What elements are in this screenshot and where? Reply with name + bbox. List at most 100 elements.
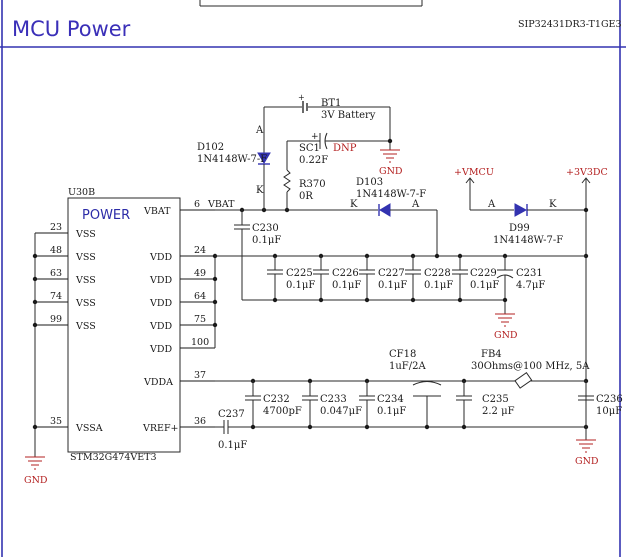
c233-ref: C233 — [320, 394, 347, 405]
c227-ref: C227 — [378, 268, 405, 279]
gnd-label: GND — [379, 166, 403, 177]
supercap-sc1 — [286, 132, 393, 170]
mcu-designator: U30B — [68, 187, 95, 198]
page-title: MCU Power — [12, 17, 131, 41]
d102-value: 1N4148W-7-F — [197, 154, 267, 165]
c237-ref: C237 — [218, 409, 245, 420]
pin-name: VSS — [75, 321, 96, 332]
diode-d99 — [514, 203, 586, 217]
pin-name: VSS — [75, 298, 96, 309]
c236-ref: C236 — [596, 394, 623, 405]
vbat-net-label: VBAT — [207, 199, 235, 210]
pin-name: VSS — [75, 275, 96, 286]
d99-ref: D99 — [509, 223, 530, 234]
gnd-label: GND — [575, 456, 599, 467]
pin-number: 35 — [50, 416, 62, 427]
pin-number: 75 — [194, 314, 206, 325]
c237-value: 0.1μF — [218, 440, 247, 451]
vmcu-net-label: +VMCU — [454, 167, 494, 178]
c231-ref: C231 — [516, 268, 543, 279]
pin-name: VREF+ — [142, 423, 179, 434]
sc1-plus: + — [311, 132, 319, 142]
bt1-value: 3V Battery — [321, 110, 376, 121]
pin-number: 48 — [50, 245, 62, 256]
pin-name: VBAT — [143, 206, 171, 217]
diode-d103 — [342, 203, 438, 256]
d102-cathode-label: K — [256, 185, 264, 196]
c225-value: 0.1μF — [286, 280, 315, 291]
c235-value: 2.2 μF — [482, 406, 515, 417]
c229-value: 0.1μF — [470, 280, 499, 291]
c225-ref: C225 — [286, 268, 313, 279]
c230-value: 0.1μF — [252, 235, 281, 246]
d99-anode-label: A — [487, 199, 496, 210]
ferrite-bead-fb4 — [514, 372, 533, 389]
cf18-ref: CF18 — [389, 349, 416, 360]
diode-d102 — [257, 107, 271, 210]
pin-name: VDD — [149, 275, 172, 286]
pin-name: VSS — [75, 229, 96, 240]
d103-cathode-label: K — [350, 199, 358, 210]
c226-ref: C226 — [332, 268, 359, 279]
vdd-pin-bus — [212, 253, 218, 348]
mcu-body — [67, 197, 181, 453]
vmcu-power-port — [465, 177, 514, 211]
pin-number: 64 — [194, 291, 206, 302]
r370-ref: R370 — [299, 179, 326, 190]
c228-ref: C228 — [424, 268, 451, 279]
vref-c237 — [215, 420, 586, 434]
vdda-filter-caps — [245, 381, 594, 427]
d99-cathode-label: K — [549, 199, 557, 210]
pin-number: 63 — [50, 268, 62, 279]
pin-number: 49 — [194, 268, 206, 279]
mcu-symbol: U30B POWER STM32G474VET3 23 48 63 74 99 … — [35, 187, 215, 463]
gnd-symbol — [576, 439, 596, 453]
pin-number: 23 — [50, 222, 62, 233]
gnd-symbol — [495, 313, 515, 327]
c229-ref: C229 — [470, 268, 497, 279]
gnd-symbol — [25, 456, 45, 470]
c231-value: 4.7μF — [516, 280, 545, 291]
fb4-value: 30Ohms@100 MHz, 5A — [471, 361, 590, 372]
sc1-value: 0.22F — [299, 155, 328, 166]
capacitor-c230 — [234, 210, 250, 300]
mcu-unit-name: POWER — [82, 208, 130, 223]
bt1-ref: BT1 — [321, 98, 341, 109]
pin-number: 100 — [191, 337, 209, 348]
c232-ref: C232 — [263, 394, 290, 405]
c234-ref: C234 — [377, 394, 404, 405]
pin-number: 24 — [194, 245, 206, 256]
c230-ref: C230 — [252, 223, 279, 234]
c234-value: 0.1μF — [377, 406, 406, 417]
pin-number: 74 — [50, 291, 62, 302]
c235-ref: C235 — [482, 394, 509, 405]
pin-name: VDD — [149, 321, 172, 332]
d102-ref: D102 — [197, 142, 224, 153]
pin-number: 36 — [194, 416, 206, 427]
pin-name: VDD — [149, 344, 172, 355]
c236-value: 10μF — [596, 406, 622, 417]
c228-value: 0.1μF — [424, 280, 453, 291]
pin-number: 6 — [194, 199, 200, 210]
resistor-r370 — [283, 169, 291, 210]
d102-anode-label: A — [255, 125, 264, 136]
pin-name: VSS — [75, 252, 96, 263]
d103-ref: D103 — [356, 177, 383, 188]
feedthrough-cap-cf18 — [412, 381, 442, 427]
part-number: SIP32431DR3-T1GE3 — [518, 19, 622, 30]
sc1-ref: SC1 — [299, 143, 320, 154]
d99-value: 1N4148W-7-F — [493, 235, 563, 246]
pin-number: 37 — [194, 370, 206, 381]
d103-value: 1N4148W-7-F — [356, 189, 426, 200]
vss-ground-bus — [32, 233, 38, 457]
fb4-ref: FB4 — [481, 349, 502, 360]
pin-name: VSSA — [75, 423, 103, 434]
pin-name: VDD — [149, 298, 172, 309]
r370-value: 0R — [299, 191, 313, 202]
c226-value: 0.1μF — [332, 280, 361, 291]
v3v3dc-net-label: +3V3DC — [566, 167, 608, 178]
mcu-part-number: STM32G474VET3 — [70, 452, 157, 463]
c227-value: 0.1μF — [378, 280, 407, 291]
